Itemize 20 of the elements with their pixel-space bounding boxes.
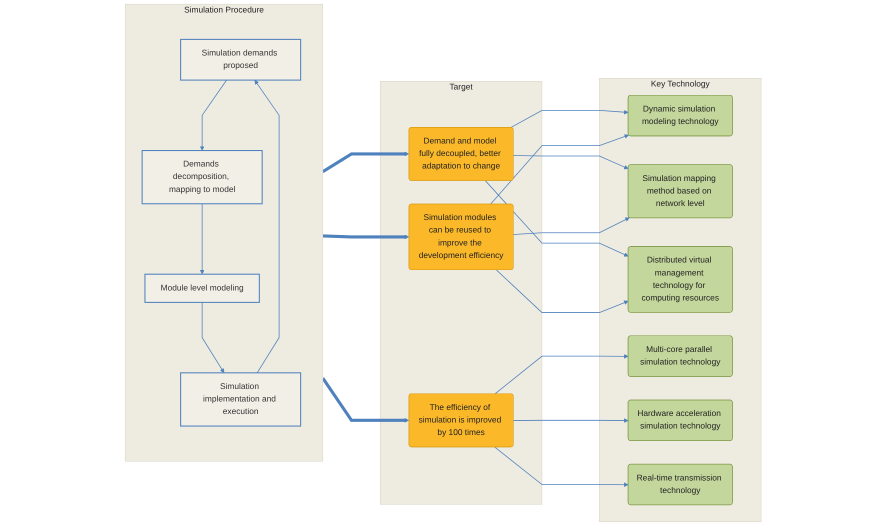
node-box: Demands decomposition, mapping to model [141, 150, 263, 204]
arrow [496, 270, 628, 313]
arrow [494, 354, 628, 394]
arrow [484, 180, 628, 257]
node-box: Simulation demands proposed [180, 38, 301, 81]
arrow [200, 80, 227, 151]
arrow [512, 155, 628, 170]
arrow [321, 377, 409, 423]
arrow [512, 418, 628, 423]
arrow [322, 234, 409, 240]
arrow [322, 152, 409, 173]
arrow [494, 446, 628, 488]
arrow [254, 80, 280, 374]
arrow [202, 302, 224, 374]
arrow [200, 203, 204, 274]
node-box: Module level modeling [144, 274, 260, 303]
arrow [512, 217, 630, 235]
arrow [510, 110, 628, 128]
node-box: Simulation implementation and execution [180, 372, 301, 427]
arrow [490, 134, 629, 205]
